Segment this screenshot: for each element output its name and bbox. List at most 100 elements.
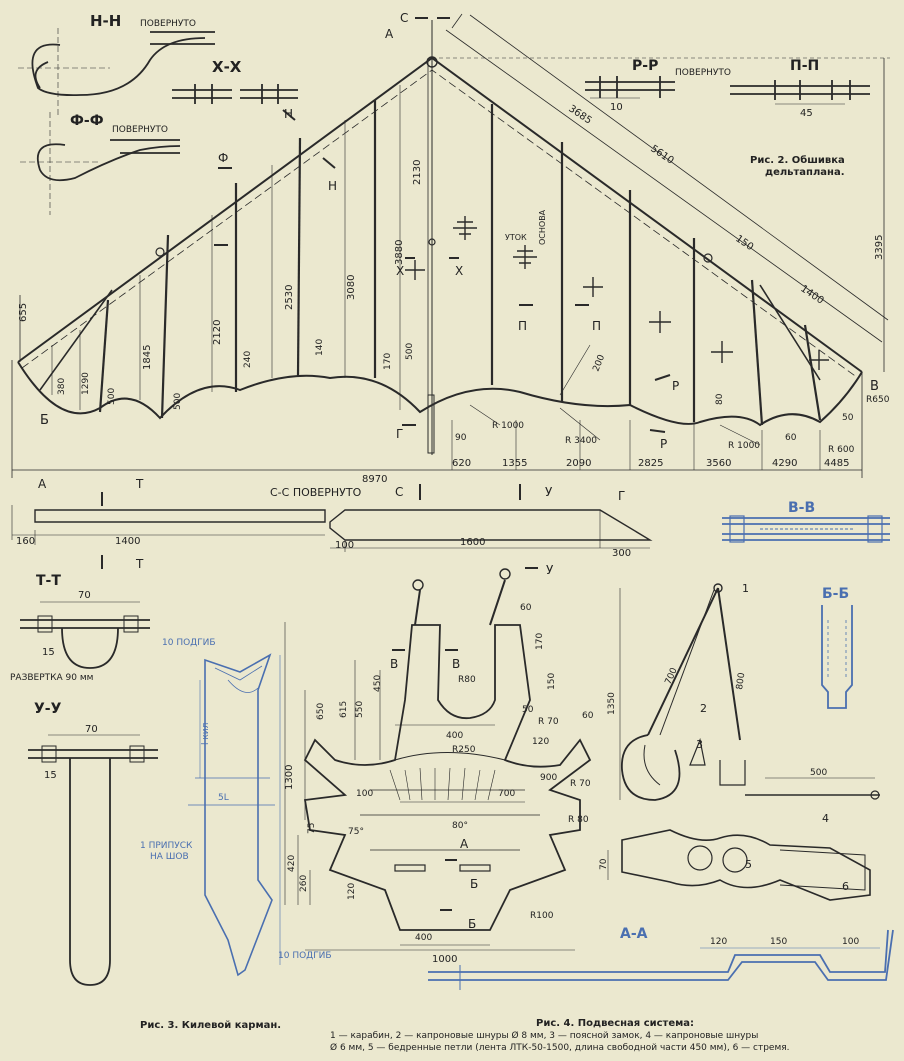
dim-500b: 500 (173, 393, 183, 410)
dim-200: 200 (592, 353, 608, 373)
side-dim-70: 70 (599, 858, 609, 870)
fig2-caption-line2: дельтаплана. (765, 167, 845, 178)
section-xx-title: Х-Х (212, 58, 242, 76)
dim-2130: 2130 (412, 160, 423, 185)
side-dim-500: 500 (810, 768, 827, 778)
part-3: 3 (696, 738, 703, 751)
label-osnova: ОСНОВА (538, 209, 547, 245)
keel-dim-1400: 1400 (115, 536, 140, 547)
pocket-dim-5l: 5L (218, 793, 229, 803)
dim-r650: R650 (866, 395, 890, 405)
dim-2120: 2120 (212, 320, 223, 345)
dim-50: 50 (842, 413, 854, 423)
keel-label-cc: С-С ПОВЕРНУТО (270, 486, 362, 499)
section-bb (821, 605, 853, 709)
fig2-caption-line1: Рис. 2. Обшивка (750, 154, 845, 166)
section-pp (730, 80, 870, 105)
dim-3395: 3395 (874, 235, 885, 260)
section-tt-title: Т-Т (36, 573, 61, 589)
keel-dim-1600: 1600 (460, 537, 485, 548)
keel-label-c: С (395, 485, 403, 499)
keel-label-u: У (545, 485, 553, 499)
dim-1400: 1400 (798, 283, 825, 306)
pocket-podgib-bottom: 10 ПОДГИБ (278, 951, 332, 961)
dim-500a: 500 (107, 388, 117, 405)
harness-dim-1000: 1000 (432, 954, 457, 965)
label-a: А (385, 27, 394, 41)
dim-2530: 2530 (284, 285, 295, 310)
section-uu-dim70: 70 (85, 724, 98, 735)
section-nn (18, 28, 215, 115)
label-b: Б (40, 413, 49, 428)
section-uu-title: У-У (34, 701, 62, 717)
section-aa-dim150: 150 (770, 937, 787, 947)
harness-label-v2: В (452, 657, 460, 671)
dim-5610: 5610 (648, 143, 675, 166)
section-rr (585, 76, 675, 99)
label-x2: Х (455, 264, 463, 278)
label-n1: Н (284, 107, 293, 121)
pocket-lkil: l кил (201, 723, 211, 745)
section-tt-dim70: 70 (78, 590, 91, 601)
section-rr-dim: 10 (610, 102, 623, 113)
harness-label-u: У (546, 563, 554, 577)
part-6: 6 (842, 880, 849, 893)
side-dim-1350: 1350 (607, 692, 617, 715)
harness-dim-80deg: 80° (452, 821, 468, 831)
harness-dim-550: 550 (355, 701, 365, 718)
harness-dim-100: 100 (356, 789, 373, 799)
dim-380: 380 (57, 378, 67, 395)
section-tt (20, 601, 150, 669)
section-aa (428, 929, 894, 990)
leg-loops-stirrup (607, 829, 871, 901)
harness-dim-650: 650 (316, 703, 326, 720)
label-x1: Х (396, 264, 404, 278)
dim-3685: 3685 (566, 103, 593, 126)
harness-dim-r250: R250 (452, 745, 476, 755)
section-tt-dim15: 15 (42, 647, 55, 658)
harness-dim-700: 700 (498, 789, 515, 799)
dim-3560: 3560 (706, 458, 731, 469)
keel-pocket-pattern (188, 653, 281, 977)
harness-pattern (284, 567, 592, 951)
dim-3880: 3880 (394, 240, 405, 265)
harness-dim-r70a: R 70 (538, 717, 559, 727)
section-nn-subtitle: ПОВЕРНУТО (140, 19, 196, 29)
harness-label-b2: Б (468, 917, 476, 931)
dim-r1000b: R 1000 (728, 441, 760, 451)
dim-r1000a: R 1000 (492, 421, 524, 431)
harness-label-v1: В (390, 657, 398, 671)
harness-side-view (619, 583, 880, 801)
dim-8970: 8970 (362, 474, 387, 485)
dim-1845: 1845 (142, 345, 153, 370)
part-2: 2 (700, 702, 707, 715)
harness-dim-75: 75 (307, 823, 317, 834)
keel-dim-100: 100 (335, 540, 354, 551)
pocket-podgib-top: 10 ПОДГИБ (162, 638, 216, 648)
part-1: 1 (742, 582, 749, 595)
harness-dim-450: 450 (373, 675, 383, 692)
harness-dim-75deg: 75° (348, 827, 364, 837)
section-vv (722, 515, 890, 543)
section-vv-title: В-В (788, 500, 815, 516)
dim-150: 150 (733, 233, 755, 253)
harness-dim-120a: 120 (532, 737, 549, 747)
dim-4290: 4290 (772, 458, 797, 469)
dim-4485: 4485 (824, 458, 849, 469)
section-ff (20, 112, 181, 215)
label-p2: П (592, 319, 601, 333)
fig3-caption: Рис. 3. Килевой карман. (140, 1020, 281, 1031)
harness-dim-r80b: R 80 (568, 815, 589, 825)
label-utok: УТОК (505, 233, 527, 242)
keel-label-a: А (38, 477, 47, 491)
harness-dim-150: 150 (547, 673, 557, 690)
label-g: Г (396, 427, 403, 441)
harness-dim-260: 260 (299, 875, 309, 892)
harness-dim-r100: R100 (530, 911, 554, 921)
harness-dim-615: 615 (339, 701, 349, 718)
label-p1: П (518, 319, 527, 333)
harness-dim-50: 50 (522, 705, 534, 715)
keel-label-g: Г (618, 489, 625, 503)
dim-90: 90 (455, 433, 467, 443)
